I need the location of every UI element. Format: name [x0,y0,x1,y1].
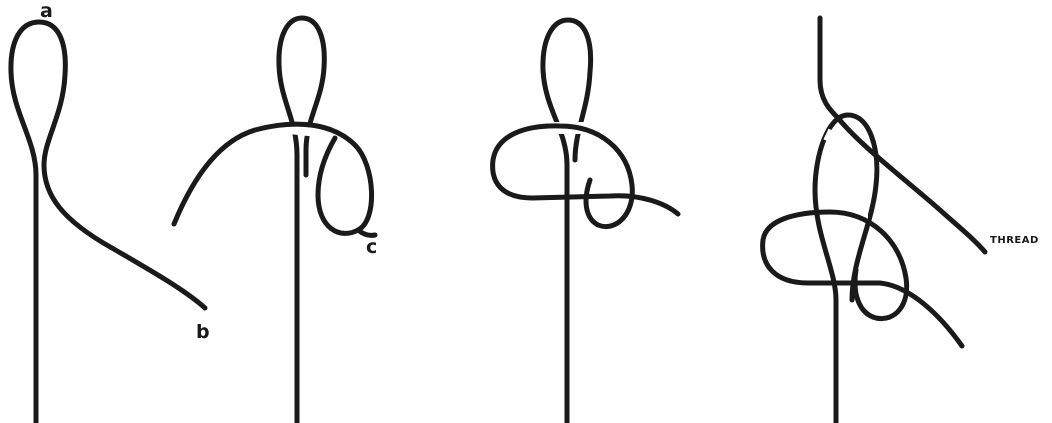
step-4-top-line [820,18,838,118]
step-1-tag-end [44,165,205,308]
step-3-cross-strand [532,196,678,214]
label-thread: THREAD [990,235,1039,246]
panel-step-3 [493,20,678,423]
label-c: c [366,236,377,258]
step-2-upper-loop [279,18,324,175]
step-4-cross-strand [808,283,962,346]
label-b: b [196,321,210,343]
step-2-wrapping-arc [174,124,372,233]
label-a: a [40,0,53,22]
step-2-lower-link [358,230,375,235]
step-3-upper-loop [543,20,591,165]
step-4-thread [838,118,985,252]
panel-step-4: THREAD [763,18,1039,423]
step-1-loop [11,22,65,175]
panel-step-2: c [174,18,377,423]
